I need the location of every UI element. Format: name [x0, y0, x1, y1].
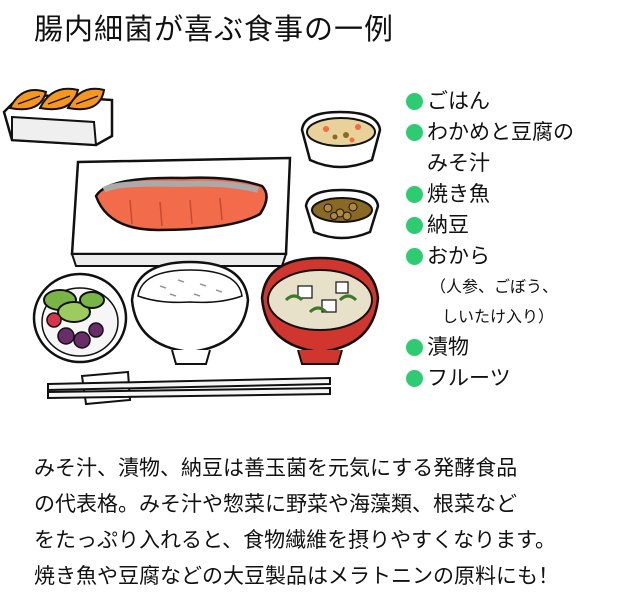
description-line: の代表格。みそ汁や惣菜に野菜や海藻類、根菜など [34, 492, 517, 516]
miso-soup-bowl [260, 256, 380, 365]
description-line: みそ汁、漬物、納豆は善玉菌を元気にする発酵食品 [34, 456, 518, 480]
green-dot-icon [406, 186, 423, 203]
legend-label: 漬物 [427, 335, 469, 359]
rice-bowl [130, 260, 250, 365]
legend-item-pickles: 漬物 [406, 332, 574, 363]
natto-bowl [304, 188, 380, 240]
pickles-plate [32, 272, 128, 364]
legend-note: しいたけ入り） [442, 307, 555, 326]
legend-label-continued: みそ汁 [427, 151, 490, 175]
legend-item-natto: 納豆 [406, 210, 574, 241]
description-line: 焼き魚や豆腐などの大豆製品はメラトニンの原料にも！ [34, 564, 559, 588]
legend-label: ごはん [427, 89, 490, 113]
page-title: 腸内細菌が喜ぶ食事の一例 [34, 12, 395, 46]
okara-bowl [300, 110, 382, 169]
chopsticks [47, 370, 331, 406]
meal-illustration [2, 87, 382, 406]
menu-legend: ごはん わかめと豆腐の みそ汁 焼き魚 納豆 おから （人参、ごぼう、 しいたけ… [406, 86, 574, 394]
legend-label: フルーツ [427, 366, 511, 390]
legend-label: わかめと豆腐の [427, 120, 574, 144]
orange-slices-plate [2, 87, 114, 147]
green-dot-icon [406, 248, 423, 265]
description-paragraph: みそ汁、漬物、納豆は善玉菌を元気にする発酵食品 の代表格。みそ汁や惣菜に野菜や海… [34, 450, 634, 594]
description-line: をたっぷり入れると、食物繊維を摂りやすくなります。 [34, 528, 557, 552]
legend-note: （人参、ごぼう、 [430, 277, 559, 296]
legend-item-grilled-fish: 焼き魚 [406, 179, 574, 210]
legend-label: おから [427, 244, 490, 268]
grilled-fish-plate [70, 156, 292, 267]
legend-item-fruit: フルーツ [406, 363, 574, 394]
green-dot-icon [406, 124, 423, 141]
green-dot-icon [406, 93, 423, 110]
legend-label: 納豆 [427, 213, 469, 237]
legend-item-miso-soup: わかめと豆腐の [406, 117, 574, 148]
legend-label: 焼き魚 [427, 182, 490, 206]
legend-item-okara: おから [406, 241, 574, 272]
green-dot-icon [406, 339, 423, 356]
green-dot-icon [406, 217, 423, 234]
legend-item-rice: ごはん [406, 86, 574, 117]
green-dot-icon [406, 370, 423, 387]
